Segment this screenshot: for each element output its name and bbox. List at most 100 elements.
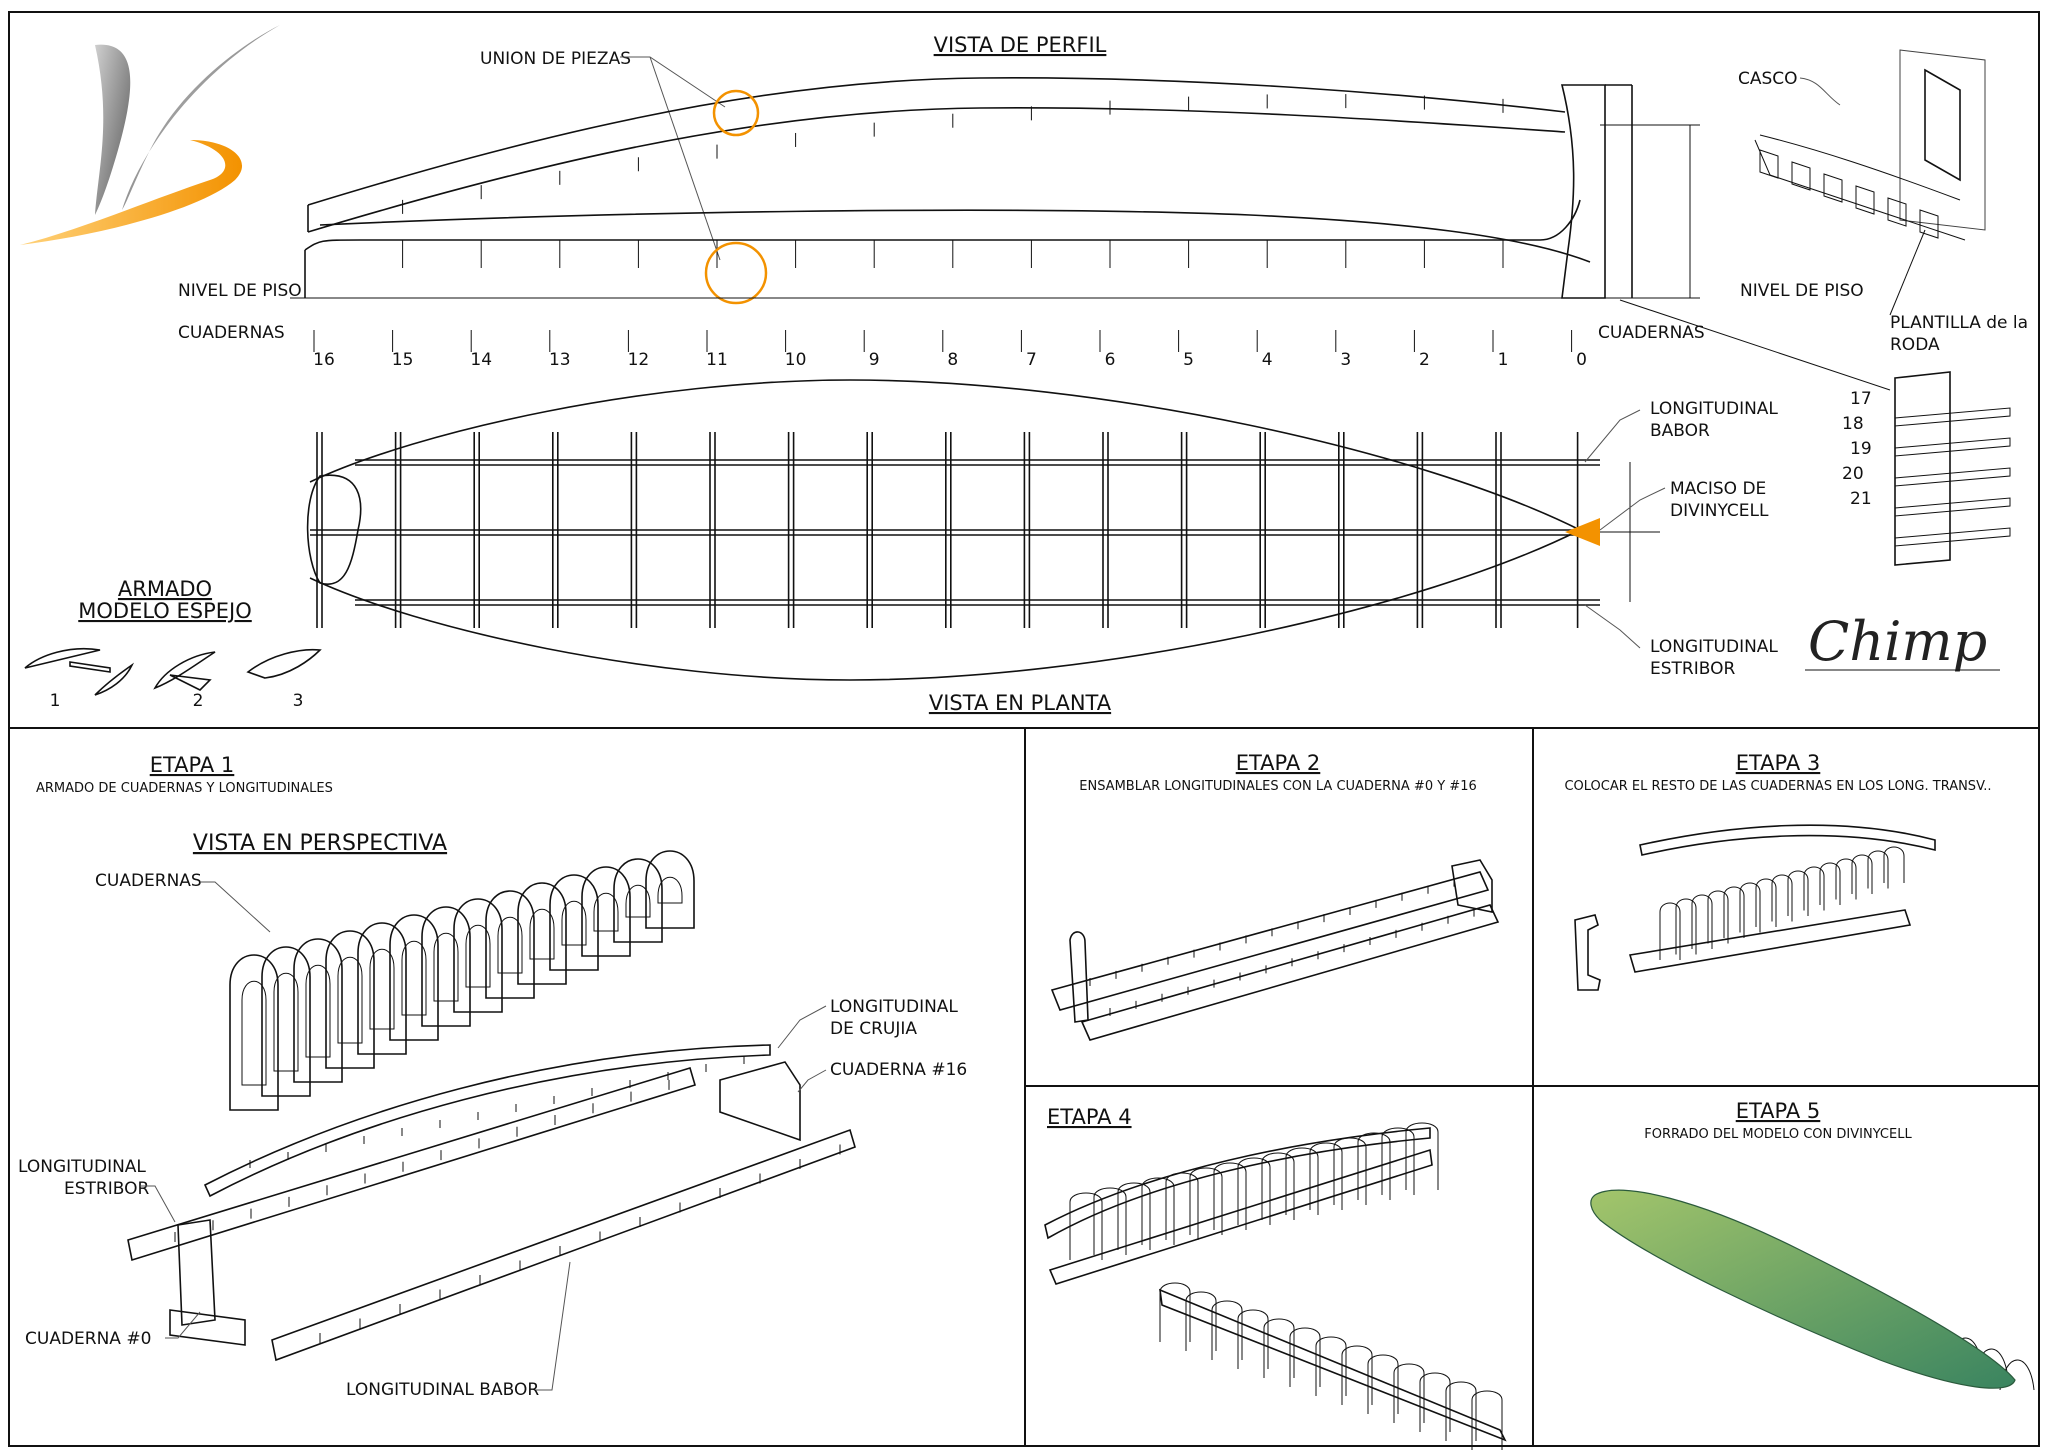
e1-estribor-2: ESTRIBOR [64, 1179, 149, 1199]
cuaderna-opening [433, 932, 459, 1002]
cuaderna-frame [1803, 866, 1825, 911]
frame-number: 14 [470, 350, 492, 370]
cuaderna-frame [1819, 862, 1841, 905]
cuaderna-opening [593, 892, 619, 932]
cuaderna-frame [1289, 1327, 1321, 1387]
union-circle-lower [704, 241, 768, 305]
cuaderna-opening [497, 916, 523, 974]
cuaderna-frame [1069, 1192, 1103, 1260]
frame-number: 10 [785, 350, 807, 370]
roda-tooth [1894, 497, 2011, 517]
union-circle-upper [712, 89, 760, 137]
etapa4-title: ETAPA 4 [1047, 1105, 1132, 1129]
etapa1-longitudinals [127, 1044, 856, 1362]
etapa1-title: ETAPA 1 [150, 753, 235, 777]
etapa2-subtitle: ENSAMBLAR LONGITUDINALES CON LA CUADERNA… [1079, 779, 1477, 794]
cuaderna-frame [549, 874, 599, 971]
cuaderna-opening [401, 940, 427, 1016]
etapa1-subtitle: ARMADO DE CUADERNAS Y LONGITUDINALES [36, 781, 333, 796]
cuaderna-frame [1867, 850, 1889, 889]
etapa5-subtitle: FORRADO DEL MODELO CON DIVINYCELL [1644, 1127, 1912, 1142]
roda-number: 20 [1842, 464, 1864, 484]
long-estribor-1: LONGITUDINAL [1650, 637, 1778, 657]
cuaderna-opening [529, 908, 555, 960]
cuaderna-frame [1213, 1162, 1247, 1230]
etapa3-subtitle: COLOCAR EL RESTO DE LAS CUADERNAS EN LOS… [1564, 779, 1991, 794]
cuaderna-frame [1159, 1282, 1191, 1342]
long-estribor-2: ESTRIBOR [1650, 659, 1735, 679]
cuaderna-frame [1739, 882, 1761, 933]
roda-tooth [1894, 407, 2011, 427]
long-babor-2: BABOR [1650, 421, 1710, 441]
cuaderna-frame [1835, 858, 1857, 900]
nivel-piso-left: NIVEL DE PISO [178, 281, 302, 301]
perspectiva-title: VISTA EN PERSPECTIVA [193, 831, 447, 856]
roda-number: 17 [1850, 389, 1872, 409]
armado-title-2: MODELO ESPEJO [78, 599, 252, 623]
cuaderna-frame [517, 882, 567, 985]
union-leader-1 [620, 56, 726, 108]
cuaderna-frame [1707, 890, 1729, 944]
frame-number: 6 [1105, 350, 1116, 370]
cuaderna-frame [1357, 1132, 1391, 1200]
frame-number: 8 [947, 350, 958, 370]
roda-tooth [1894, 467, 2011, 487]
cuaderna-frame [421, 906, 471, 1027]
frame-number: 9 [869, 350, 880, 370]
cuaderna-frame [1419, 1372, 1451, 1432]
frame-number: 7 [1026, 350, 1037, 370]
cuaderna-frame [1851, 854, 1873, 894]
frame-number: 0 [1576, 350, 1587, 370]
frame-number: 15 [392, 350, 414, 370]
plantilla-1: PLANTILLA de la [1890, 313, 2028, 333]
cuaderna-frame [1883, 846, 1905, 883]
cuaderna-frame [485, 890, 535, 999]
etapa3-assembly [1574, 824, 1936, 991]
cuaderna-opening [657, 876, 683, 904]
cuaderna-frame [581, 866, 631, 957]
cuaderna-frame [1691, 894, 1713, 949]
cuaderna-frame [1445, 1381, 1477, 1441]
roda-tooth [1894, 527, 2011, 547]
cuaderna-frame [1211, 1300, 1243, 1360]
e1-cuaderna0: CUADERNA #0 [25, 1329, 151, 1349]
armado-sketches [24, 647, 322, 696]
cuaderna-frame [1185, 1291, 1217, 1351]
cuaderna-frame [325, 930, 375, 1069]
armado-step: 1 [50, 691, 61, 711]
etapa4-assembly [1044, 1122, 1507, 1450]
e1-crujia-1: LONGITUDINAL [830, 997, 958, 1017]
frame-number: 5 [1183, 350, 1194, 370]
cuaderna-frame [1165, 1172, 1199, 1240]
cuaderna-opening [273, 972, 299, 1072]
cuaderna-frame [1261, 1152, 1295, 1220]
cuaderna-frame [1723, 886, 1745, 938]
cuaderna-opening [241, 980, 267, 1086]
profile-drawing [290, 77, 1700, 305]
casco-detail [1754, 49, 1986, 241]
divinycell-block [1565, 518, 1600, 546]
e1-estribor-1: LONGITUDINAL [18, 1157, 146, 1177]
long-babor-1: LONGITUDINAL [1650, 399, 1778, 419]
cuaderna-frame [1405, 1122, 1439, 1190]
frame-number: 16 [313, 350, 335, 370]
cuaderna-frame [1341, 1345, 1373, 1405]
casco-frame [1759, 149, 1779, 179]
maciso-1: MACISO DE [1670, 479, 1766, 499]
plan-view-title: VISTA EN PLANTA [929, 691, 1112, 715]
divinycell-hull [1590, 1189, 2016, 1389]
cuaderna-frame [1309, 1142, 1343, 1210]
frame-number: 12 [628, 350, 650, 370]
frame-number: 11 [706, 350, 728, 370]
cuaderna-frame [1237, 1309, 1269, 1369]
cuaderna-frame [1117, 1182, 1151, 1250]
cuaderna-frame [1381, 1127, 1415, 1195]
cuaderna-frame [613, 858, 663, 943]
cuaderna-opening [305, 964, 331, 1058]
cuaderna-frame [1333, 1137, 1367, 1205]
cuadernas-right: CUADERNAS [1598, 323, 1705, 343]
cuaderna-frame [389, 914, 439, 1041]
